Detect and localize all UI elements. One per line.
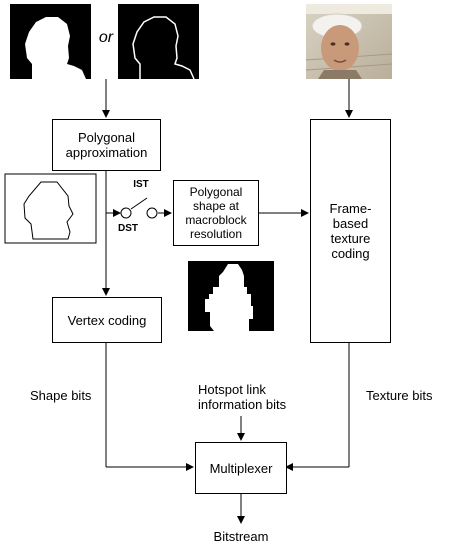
hotspot-label: Hotspot link information bits [198, 382, 287, 412]
video-frame-image [305, 4, 393, 79]
texture-bits-label: Texture bits [366, 388, 433, 403]
frame-texture-box: Frame- based texture coding [310, 119, 391, 343]
ist-label: IST [133, 179, 149, 190]
vertex-coding-box: Vertex coding [52, 297, 162, 343]
silhouette-image [10, 4, 91, 79]
macroblock-image [188, 261, 274, 331]
polygon-shape-image [4, 173, 97, 244]
polygonal-shape-box: Polygonal shape at macroblock resolution [173, 180, 259, 246]
polygonal-approximation-box: Polygonal approximation [52, 119, 161, 171]
connectors [102, 79, 353, 524]
or-label: or [98, 29, 114, 46]
switch-contacts [120, 207, 158, 219]
bitstream-label: Bitstream [213, 529, 269, 544]
contour-image [118, 4, 199, 80]
multiplexer-box: Multiplexer [195, 442, 287, 494]
shape-bits-label: Shape bits [30, 388, 92, 403]
dst-label: DST [118, 223, 138, 234]
